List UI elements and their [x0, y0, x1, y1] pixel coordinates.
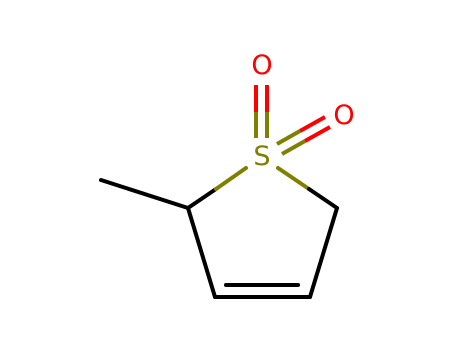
bond-c5-c4 — [308, 206, 339, 299]
bond-c4-c3-double — [213, 283, 312, 299]
bond-methyl-c2 — [99, 178, 190, 210]
bond-s-o-top-double — [254, 85, 269, 138]
atom-oxygen-right-label: O — [333, 100, 354, 131]
bond-s-o-right-double — [276, 115, 331, 156]
atom-sulfur-label: S — [253, 141, 270, 172]
atom-oxygen-top-label: O — [251, 50, 272, 81]
bond-c2-s — [186, 166, 248, 210]
bond-c3-c2 — [186, 206, 217, 299]
bond-s-c5 — [276, 166, 339, 210]
